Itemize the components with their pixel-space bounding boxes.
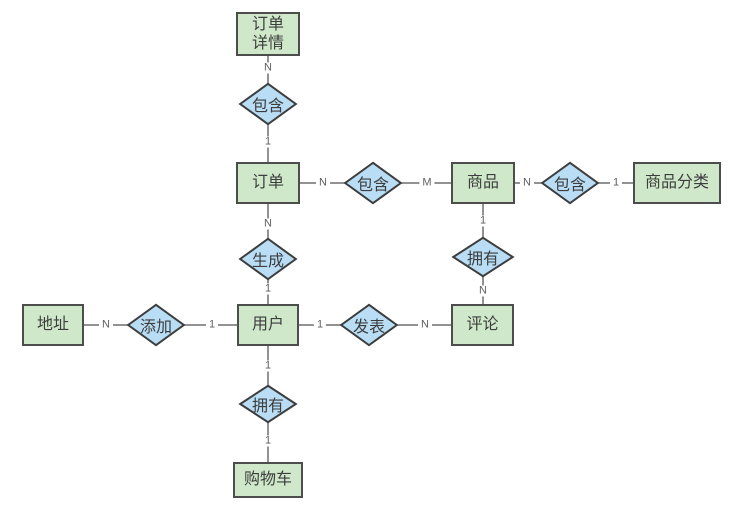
relationship-posts[interactable]: 发表 bbox=[340, 304, 398, 346]
entity-order-detail[interactable]: 订单 详情 bbox=[236, 12, 300, 56]
entity-address[interactable]: 地址 bbox=[22, 304, 84, 346]
cardinality-label: M bbox=[419, 177, 435, 189]
cardinality-label: N bbox=[316, 177, 330, 189]
cardinality-label: N bbox=[476, 285, 490, 297]
entity-user[interactable]: 用户 bbox=[237, 304, 299, 346]
cardinality-label: 1 bbox=[261, 283, 275, 295]
entity-order[interactable]: 订单 bbox=[236, 162, 300, 204]
cardinality-label: N bbox=[418, 319, 432, 331]
relationship-label: 添加 bbox=[139, 319, 172, 336]
entity-product[interactable]: 商品 bbox=[451, 162, 515, 204]
relationship-label: 发表 bbox=[352, 319, 385, 336]
cardinality-label: N bbox=[99, 319, 113, 331]
relationship-owns-comment[interactable]: 拥有 bbox=[452, 237, 514, 277]
cardinality-label: 1 bbox=[261, 435, 275, 447]
relationship-label: 拥有 bbox=[466, 251, 499, 268]
entity-product-category[interactable]: 商品分类 bbox=[633, 162, 721, 204]
relationship-adds[interactable]: 添加 bbox=[127, 304, 185, 346]
relationship-contains-product[interactable]: 包含 bbox=[344, 162, 402, 204]
cardinality-label: 1 bbox=[313, 319, 327, 331]
entity-cart[interactable]: 购物车 bbox=[233, 462, 303, 498]
cardinality-label: 1 bbox=[205, 319, 219, 331]
relationship-label: 生成 bbox=[251, 253, 284, 270]
relationship-label: 拥有 bbox=[251, 398, 284, 415]
relationship-generates[interactable]: 生成 bbox=[239, 238, 297, 280]
cardinality-label: N bbox=[261, 62, 275, 74]
relationship-owns-cart[interactable]: 拥有 bbox=[239, 385, 297, 423]
relationship-label: 包含 bbox=[356, 177, 389, 194]
relationship-label: 包含 bbox=[553, 177, 586, 194]
relationship-label: 包含 bbox=[251, 98, 284, 115]
cardinality-label: 1 bbox=[261, 360, 275, 372]
cardinality-label: N bbox=[261, 218, 275, 230]
cardinality-label: 1 bbox=[476, 215, 490, 227]
cardinality-label: 1 bbox=[261, 136, 275, 148]
relationship-contains-order-detail[interactable]: 包含 bbox=[239, 83, 297, 125]
relationship-contains-category[interactable]: 包含 bbox=[541, 162, 599, 204]
entity-comment[interactable]: 评论 bbox=[451, 304, 514, 346]
cardinality-label: 1 bbox=[609, 177, 623, 189]
cardinality-label: N bbox=[520, 177, 534, 189]
